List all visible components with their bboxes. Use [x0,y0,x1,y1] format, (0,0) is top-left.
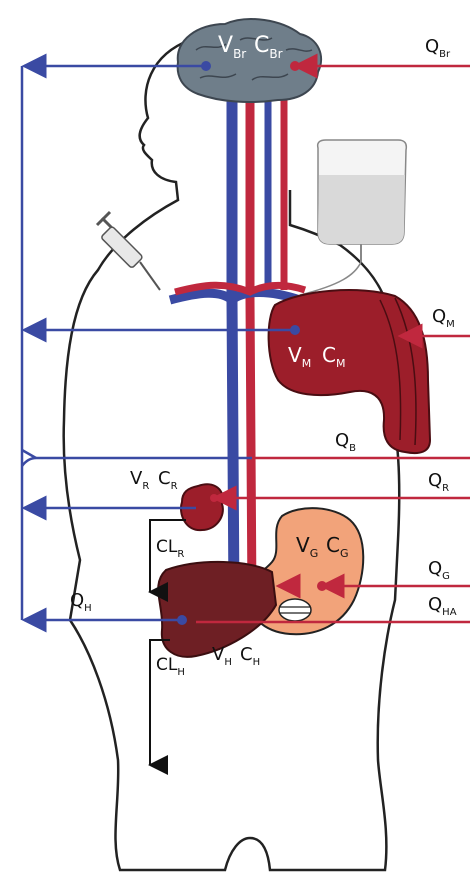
brain-organ [178,19,321,102]
intestine-detail [279,599,311,621]
muscle-organ [269,290,430,453]
liver-v-label: VH [212,644,232,668]
flow-label-hepatic-out: QH [70,590,92,614]
flow-label-gut: QG [428,558,450,582]
kidney-v-label: VR [130,468,149,492]
syringe-icon [97,212,160,290]
kidney-c-label: CR [158,468,178,492]
flow-label-brain: QBr [425,36,451,60]
liver-c-label: CH [240,644,260,668]
liver-organ [158,562,276,657]
flow-label-muscle: QM [432,306,455,330]
flow-label-hepatic-artery: QHA [428,594,457,618]
iv-bag [300,140,406,295]
flow-label-body: QB [335,430,356,454]
flow-label-kidney: QR [428,470,449,494]
hepatic-clearance-label: CLH [156,655,185,678]
renal-clearance-label: CLR [156,537,184,560]
